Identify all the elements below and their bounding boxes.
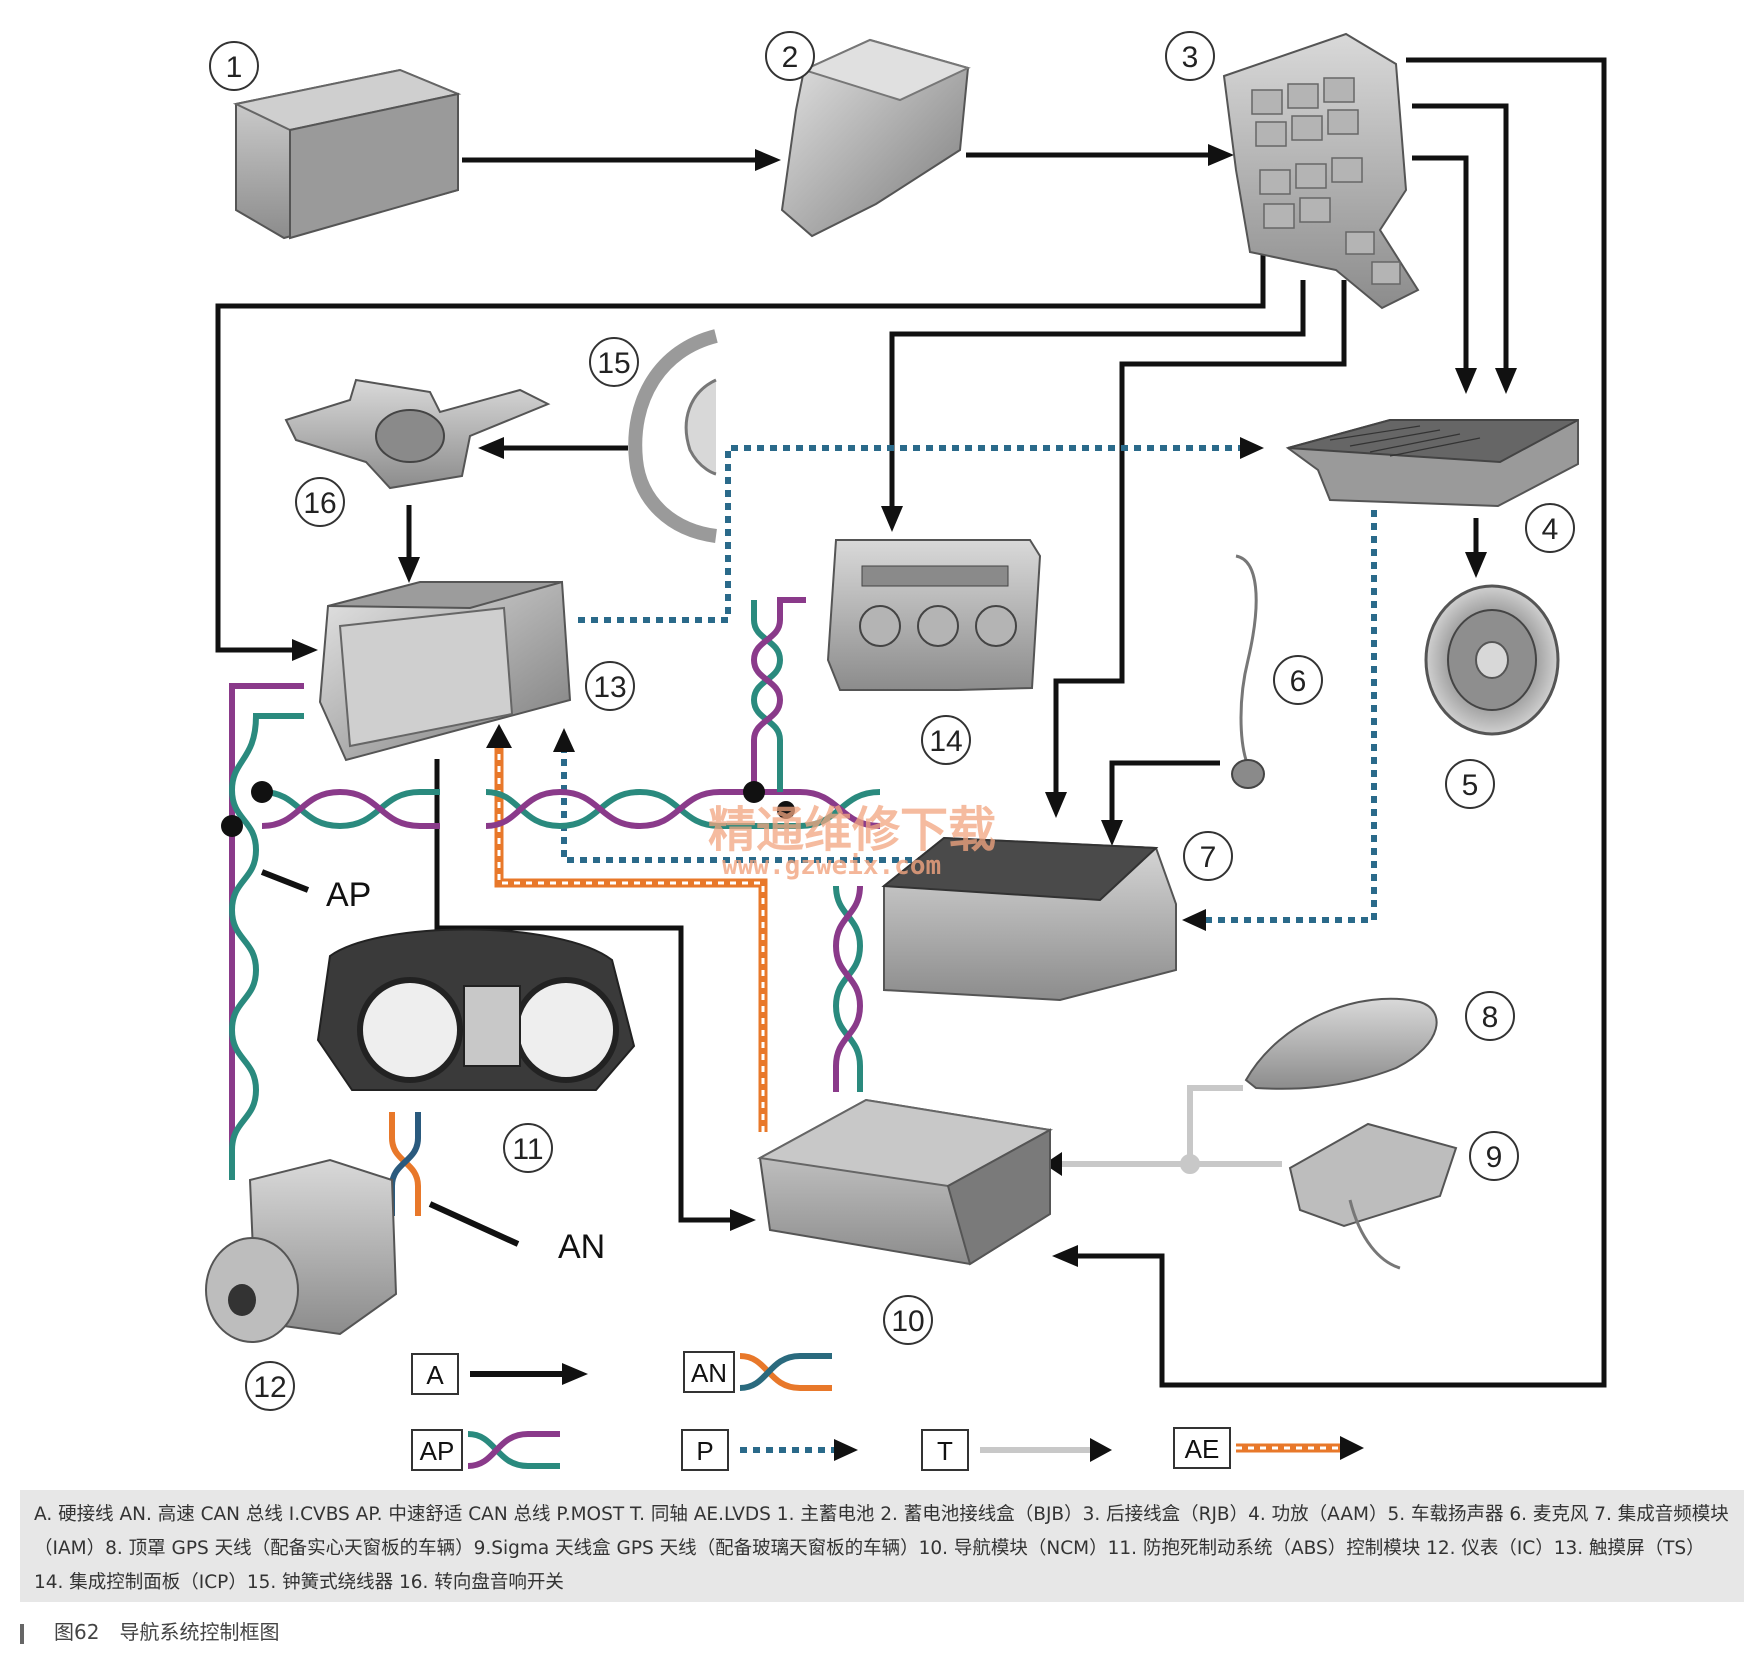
callout-5: 5 xyxy=(1445,759,1495,809)
navigation-block-diagram: AP AN xyxy=(205,31,1607,1471)
callout-6: 6 xyxy=(1273,655,1323,705)
svg-text:14: 14 xyxy=(929,725,962,758)
callout-12: 12 xyxy=(245,1361,295,1411)
most-13-to-4 xyxy=(578,437,1264,623)
steering-switch-illustration xyxy=(284,378,551,490)
ap-trunk-teal xyxy=(228,713,304,1180)
legend-lvds: AE xyxy=(1173,1427,1364,1469)
bus-stubs xyxy=(260,869,520,1247)
can-junctions xyxy=(221,781,795,837)
svg-text:3: 3 xyxy=(1182,41,1199,74)
svg-text:15: 15 xyxy=(597,347,630,380)
wire-3-to-14 xyxy=(881,280,1306,532)
svg-text:9: 9 xyxy=(1486,1141,1503,1174)
wire-6-to-7 xyxy=(1101,760,1220,846)
iam-illustration xyxy=(881,836,1177,1002)
callout-11: 11 xyxy=(503,1123,553,1173)
svg-text:P: P xyxy=(696,1436,713,1466)
abs-module-illustration xyxy=(205,1158,398,1343)
svg-text:AE: AE xyxy=(1185,1434,1220,1464)
svg-text:16: 16 xyxy=(303,487,336,520)
svg-text:4: 4 xyxy=(1542,513,1559,546)
touch-screen-illustration xyxy=(318,580,572,762)
instrument-cluster-illustration xyxy=(316,928,636,1091)
svg-text:10: 10 xyxy=(891,1305,924,1338)
svg-text:精通维修下载: 精通维修下载 xyxy=(708,802,996,858)
callout-13: 13 xyxy=(585,661,635,711)
callout-9: 9 xyxy=(1469,1131,1519,1181)
icp-illustration xyxy=(826,539,1042,691)
lvds-link xyxy=(486,724,768,1132)
most-4-to-7 xyxy=(1182,510,1377,931)
legend-hardwire: A xyxy=(411,1353,588,1395)
legend-ap-ms-can: AP xyxy=(411,1429,560,1471)
callout-15: 15 xyxy=(589,337,639,387)
svg-text:11: 11 xyxy=(512,1133,543,1166)
wire-3-to-10 xyxy=(1052,57,1607,1388)
an-bus-label: AN xyxy=(558,1228,605,1266)
wire-3-to-7 xyxy=(1045,280,1347,818)
battery-illustration xyxy=(232,68,462,240)
svg-text:6: 6 xyxy=(1290,665,1307,698)
most-7-to-13 xyxy=(553,728,1042,863)
microphone-illustration xyxy=(1231,554,1265,789)
callout-1: 1 xyxy=(209,41,259,91)
callout-8: 8 xyxy=(1465,991,1515,1041)
ncm-illustration xyxy=(756,1098,1054,1266)
callout-16: 16 xyxy=(295,477,345,527)
callout-3: 3 xyxy=(1165,31,1215,81)
svg-text:A: A xyxy=(426,1360,444,1390)
svg-text:7: 7 xyxy=(1200,841,1217,874)
wire-3-to-4a xyxy=(1412,103,1517,394)
coax-gps xyxy=(1044,1085,1282,1176)
svg-text:5: 5 xyxy=(1462,769,1479,802)
figure-title: 图62 导航系统控制框图 xyxy=(20,1616,279,1646)
svg-text:T: T xyxy=(937,1436,953,1466)
callout-2: 2 xyxy=(765,31,815,81)
figure-title-text: 图62 导航系统控制框图 xyxy=(54,1620,280,1644)
svg-text:8: 8 xyxy=(1482,1001,1499,1034)
legend-coax: T xyxy=(921,1429,1112,1471)
title-marker xyxy=(20,1623,24,1644)
aam-illustration xyxy=(1285,419,1579,508)
roof-gps-antenna-illustration xyxy=(1244,997,1438,1090)
legend: A AN AP P T AE xyxy=(411,1351,1364,1471)
svg-text:13: 13 xyxy=(593,671,626,704)
watermark: 精通维修下载 www.gzweix.com xyxy=(708,802,996,881)
ap-bus-label: AP xyxy=(326,876,371,914)
figure-caption: A. 硬接线 AN. 高速 CAN 总线 I.CVBS AP. 中速舒适 CAN… xyxy=(20,1490,1744,1602)
callout-7: 7 xyxy=(1183,831,1233,881)
bjb-illustration xyxy=(780,38,971,238)
can-buses xyxy=(228,597,881,1216)
most-ring xyxy=(553,437,1377,931)
wire-3-to-13 xyxy=(215,252,1266,661)
callouts: 1 2 3 4 5 6 7 8 9 10 11 12 13 14 15 16 xyxy=(209,31,1575,1411)
callout-14: 14 xyxy=(921,715,971,765)
callout-10: 10 xyxy=(883,1295,933,1345)
svg-text:AN: AN xyxy=(691,1358,727,1388)
hardwire-connections xyxy=(215,57,1607,1388)
wire-13-to-10 xyxy=(434,759,756,1231)
callout-4: 4 xyxy=(1525,503,1575,553)
svg-text:12: 12 xyxy=(253,1371,286,1404)
wire-3-to-4b xyxy=(1412,155,1477,394)
sigma-antenna-box-illustration xyxy=(1288,1122,1458,1270)
svg-text:www.gzweix.com: www.gzweix.com xyxy=(722,851,941,881)
speaker-illustration xyxy=(1424,584,1560,736)
svg-text:AP: AP xyxy=(420,1436,455,1466)
rjb-illustration xyxy=(1222,32,1420,310)
steering-wheel-illustration xyxy=(628,329,718,543)
svg-text:1: 1 xyxy=(226,51,243,84)
legend-most: P xyxy=(681,1429,858,1471)
svg-text:2: 2 xyxy=(782,41,799,74)
legend-an-hs-can: AN xyxy=(683,1351,832,1393)
